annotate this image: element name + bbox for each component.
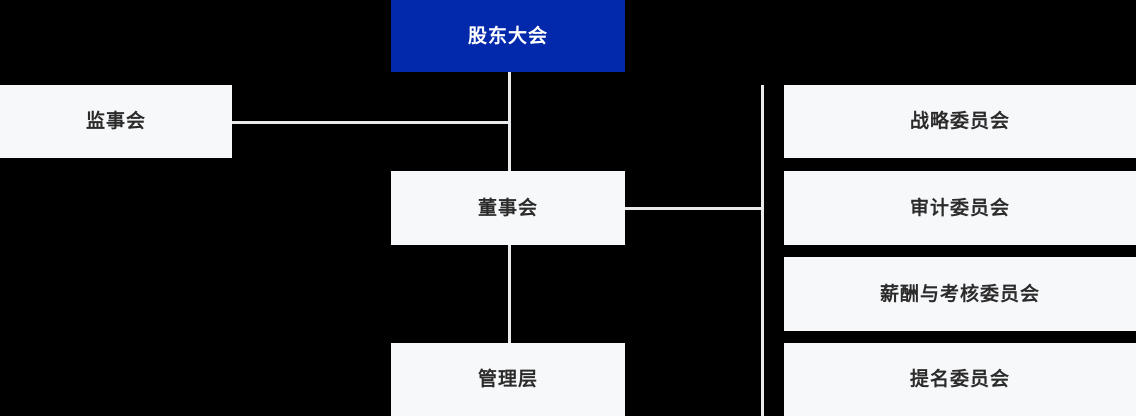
node-board-of-supervisors-label: 监事会 <box>85 110 146 133</box>
node-management-label: 管理层 <box>477 368 538 391</box>
connector-committees-vertical-spine <box>761 85 764 416</box>
node-board-of-supervisors[interactable]: 监事会 <box>0 85 232 158</box>
node-management[interactable]: 管理层 <box>391 343 625 416</box>
node-audit-committee[interactable]: 审计委员会 <box>784 171 1136 245</box>
node-nomination-committee-label: 提名委员会 <box>909 368 1010 391</box>
node-remuneration-and-appraisal-committee[interactable]: 薪酬与考核委员会 <box>784 257 1136 331</box>
node-board-of-directors-label: 董事会 <box>477 196 538 219</box>
node-shareholders-meeting-label: 股东大会 <box>467 24 548 47</box>
connector-board-to-committees-horizontal <box>625 207 764 210</box>
connector-spine-to-supervisors-horizontal <box>232 121 511 124</box>
connector-board-to-management-vertical <box>508 245 511 343</box>
node-shareholders-meeting[interactable]: 股东大会 <box>391 0 625 72</box>
node-nomination-committee[interactable]: 提名委员会 <box>784 343 1136 416</box>
node-strategy-committee-label: 战略委员会 <box>909 110 1010 133</box>
node-audit-committee-label: 审计委员会 <box>909 196 1010 219</box>
node-remuneration-and-appraisal-committee-label: 薪酬与考核委员会 <box>879 282 1040 305</box>
node-board-of-directors[interactable]: 董事会 <box>391 171 625 245</box>
node-strategy-committee[interactable]: 战略委员会 <box>784 85 1136 158</box>
